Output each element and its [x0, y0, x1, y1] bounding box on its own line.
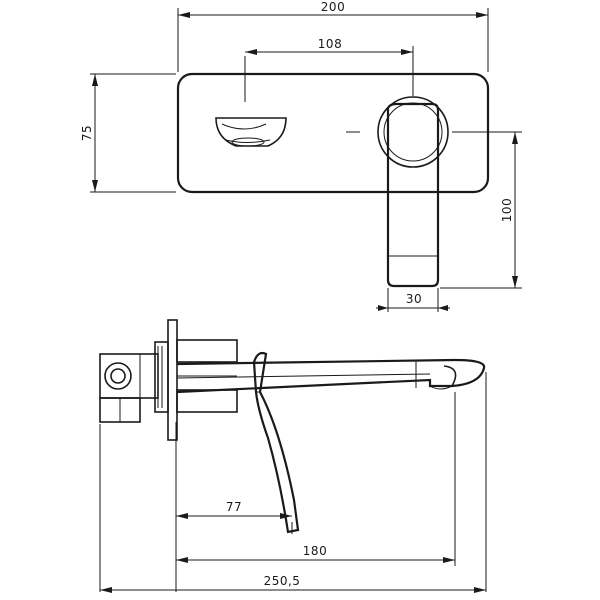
dim-handle-drop: 100 [500, 132, 518, 288]
spout-side [176, 358, 486, 394]
dim-label-spout-projection: 180 [303, 544, 327, 558]
dim-label-plate-width: 200 [321, 0, 345, 14]
dim-label-plate-height: 75 [80, 125, 94, 141]
concealed-body [99, 341, 169, 423]
dim-handle-width: 30 [376, 292, 450, 311]
dim-label-lever-reach: 77 [226, 500, 242, 514]
top-view [90, 8, 522, 312]
side-view [99, 319, 487, 592]
lever-side [252, 351, 300, 534]
dim-spout-projection: 180 [176, 544, 455, 563]
dim-plate-width: 200 [178, 0, 488, 18]
wall-plate [176, 72, 490, 194]
dim-label-spout-offset: 108 [318, 37, 342, 51]
spout-outlet [215, 117, 287, 147]
mixer-handle [377, 96, 449, 288]
dim-plate-height: 75 [80, 74, 98, 192]
dim-lever-reach: 77 [176, 500, 292, 519]
dim-total-projection: 250,5 [100, 574, 486, 593]
dim-spout-offset: 108 [245, 37, 413, 55]
dim-label-handle-drop: 100 [500, 198, 514, 222]
dim-label-total-projection: 250,5 [264, 574, 301, 588]
dim-label-handle-width: 30 [406, 292, 422, 306]
